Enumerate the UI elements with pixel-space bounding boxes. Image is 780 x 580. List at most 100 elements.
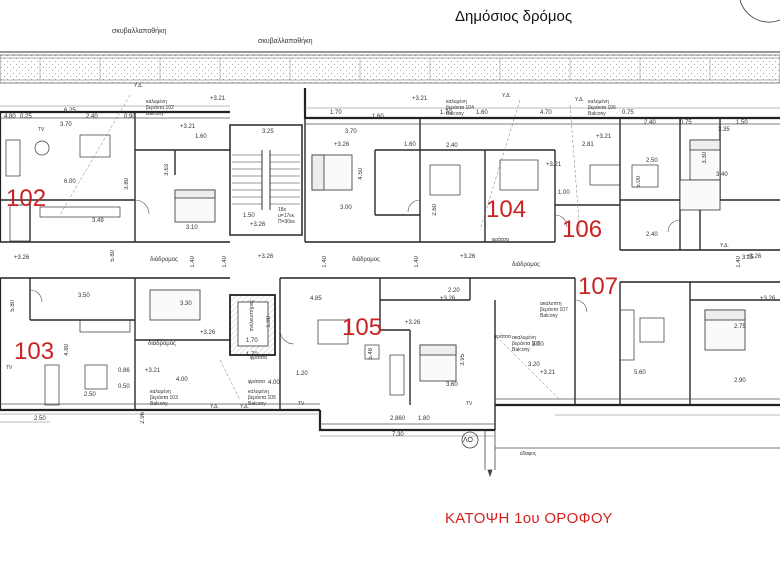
yd-label: Υ.Δ. <box>134 83 143 89</box>
balcony-107b-a: ακαλυπτη <box>540 301 562 307</box>
level-mark: +3.26 <box>250 222 266 228</box>
level-mark: +3.26 <box>746 254 762 260</box>
corner-arc <box>739 0 780 23</box>
dim-label: 0.50 <box>118 384 130 390</box>
dim-label: 2.860 <box>390 416 406 422</box>
dim-label: 4.50 <box>358 168 364 180</box>
dim-label: 2.20 <box>448 288 460 294</box>
dim-label: 4.80 <box>4 114 16 120</box>
dim-label: 1.40 <box>414 256 420 268</box>
dim-label: 3.35 <box>718 127 730 133</box>
stairs-label: u=17εκ <box>278 213 294 219</box>
balcony-102-b: βεράντα 102 <box>146 105 174 111</box>
dim-label: 2.50 <box>34 416 46 422</box>
partitions-top <box>0 112 780 250</box>
dim-label: 3.00 <box>340 205 352 211</box>
dim-label: 2.50 <box>646 158 658 164</box>
tv-label: TV <box>6 365 13 371</box>
dim-label: 1.70 <box>330 110 342 116</box>
dim-label: 5.00 <box>636 176 642 188</box>
dim-label: 0.75 <box>622 110 634 116</box>
dim-label: 2.40 <box>644 120 656 126</box>
dim-label: 4.70 <box>540 110 552 116</box>
stairs-label: 18x <box>278 207 287 213</box>
stairs-label: Π=30εκ <box>278 219 295 225</box>
level-mark: +3.21 <box>145 368 161 374</box>
dim-label: 3.30 <box>180 301 192 307</box>
level-mark: +3.26 <box>14 255 30 261</box>
sidewalk-strip <box>0 54 780 84</box>
dim-label: 0.75 <box>680 120 692 126</box>
partitions-bottom <box>29 278 780 430</box>
balcony-105-c: Balcony <box>248 401 266 407</box>
lift-label: ανελκυστήρας <box>249 300 255 332</box>
unit-106: 106 <box>562 216 603 243</box>
dim-label: 1.70 <box>246 352 258 358</box>
dim-label: 1.60 <box>476 110 488 116</box>
dim-label: 3.70 <box>345 129 357 135</box>
dim-label: 3.50 <box>78 293 90 299</box>
bin-label-2: σκυβαλλαποθήκη <box>258 38 313 45</box>
dim-label: 1.00 <box>558 190 570 196</box>
unit-102: 102 <box>6 185 47 212</box>
road-symbol: ΛΟ <box>463 437 473 444</box>
beds <box>149 139 746 382</box>
dim-label: 5.80 <box>110 250 116 262</box>
level-mark: +3.26 <box>460 254 476 260</box>
balcony-102-a: καλυμένη <box>146 99 167 105</box>
dim-label: 4.00 <box>176 377 188 383</box>
street-title: Δημόσιος δρόμος <box>455 8 573 25</box>
level-mark: +3.21 <box>546 162 562 168</box>
tv-label: TV <box>298 401 305 407</box>
ground-lines <box>461 430 780 478</box>
elevator <box>229 294 276 356</box>
yd-label: Υ.Δ. <box>502 93 511 99</box>
dim-label: 2.40 <box>646 232 658 238</box>
drain-lines <box>59 94 581 401</box>
corridor-label-2: διάδρομος <box>352 257 380 263</box>
fratsa-label: φράτσα <box>492 237 509 243</box>
balcony-102-c: Balcony <box>146 111 164 117</box>
furniture <box>5 134 665 406</box>
dim-label: 5.80 <box>10 300 16 312</box>
balcony-107-c: Balcony <box>512 347 530 353</box>
balcony-107b-c: Balcony <box>540 313 558 319</box>
level-mark: +3.21 <box>180 124 196 130</box>
level-mark: +3.26 <box>405 320 421 326</box>
dim-label: 1.40 <box>190 256 196 268</box>
dim-label: 3.95 <box>460 354 466 366</box>
dim-label: 1.60 <box>195 134 207 140</box>
fratsa-label: φράτσα <box>250 355 267 361</box>
unit-103: 103 <box>14 338 55 365</box>
dim-label: 3.25 <box>262 129 274 135</box>
level-mark: +3.21 <box>596 134 612 140</box>
dim-label: 4.85 <box>310 296 322 302</box>
dim-label: 3.20 <box>528 362 540 368</box>
balcony-lines <box>0 117 780 425</box>
dim-label: 2.40 <box>86 114 98 120</box>
dim-label: 1.50 <box>243 213 255 219</box>
dim-label: 2.60 <box>432 204 438 216</box>
dim-label: 1.70 <box>440 110 452 116</box>
dim-label: 7.30 <box>392 432 404 438</box>
level-mark: +3.21 <box>210 96 226 102</box>
balcony-107-b: βεράντα 107 <box>512 341 540 347</box>
fratsa-label: φράτσα <box>494 334 511 340</box>
yd-label: Υ.Δ. <box>575 97 584 103</box>
level-mark: +3.21 <box>412 96 428 102</box>
level-mark: +3.26 <box>760 296 776 302</box>
level-mark: +3.26 <box>334 142 350 148</box>
level-mark: +3.26 <box>440 296 456 302</box>
dim-label: 0.25 <box>20 114 32 120</box>
tv-label: TV <box>466 401 473 407</box>
balcony-103-c: Balcony <box>150 401 168 407</box>
dim-label: 3.49 <box>92 218 104 224</box>
dim-label: 1.70 <box>246 338 258 344</box>
dim-label: 4.00 <box>268 380 280 386</box>
dim-label: 1.80 <box>418 416 430 422</box>
tv-label: TV <box>38 127 45 133</box>
dim-label: 3.10 <box>186 225 198 231</box>
fratsa-label: φράτσα <box>248 379 265 385</box>
stair-core <box>229 124 303 236</box>
dim-label: 2.50 <box>84 392 96 398</box>
